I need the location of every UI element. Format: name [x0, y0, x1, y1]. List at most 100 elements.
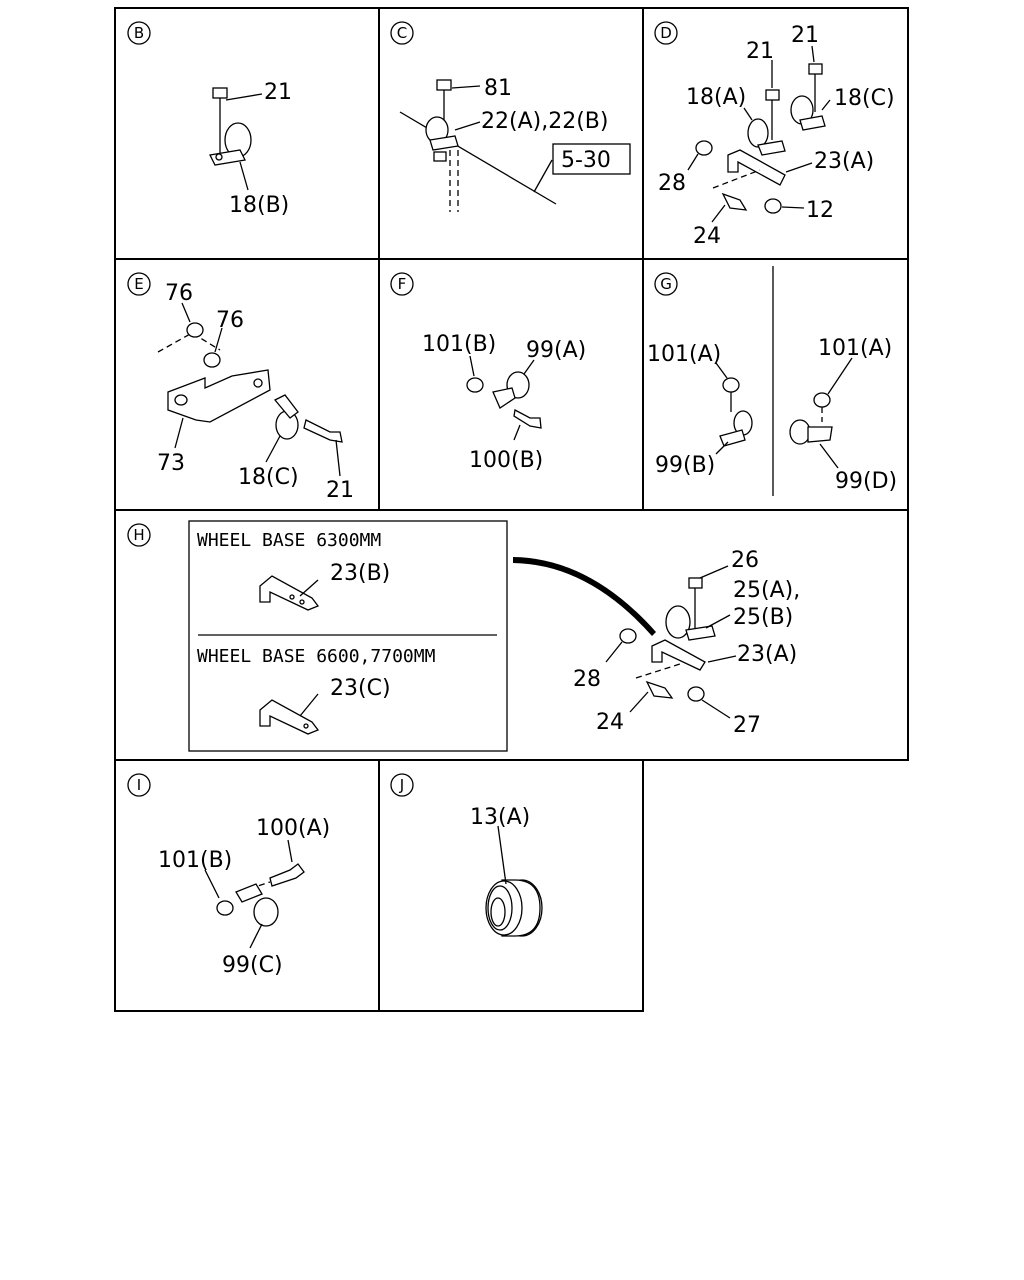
bracket-icon	[727, 149, 786, 186]
label-e-73: 73	[157, 451, 185, 476]
section-j-marker: J	[390, 773, 414, 797]
nut-icon	[216, 900, 234, 916]
clip-icon	[209, 122, 252, 166]
label-i-101b: 101(B)	[158, 848, 232, 873]
section-f-letter: F	[398, 275, 407, 293]
section-b-marker: B	[127, 21, 151, 45]
label-h-26: 26	[731, 548, 759, 573]
label-e-76-top: 76	[165, 281, 193, 306]
label-d-21-right: 21	[791, 23, 819, 48]
label-c-22ab: 22(A),22(B)	[481, 109, 608, 134]
label-i-99c: 99(C)	[222, 953, 283, 978]
grid-frames	[114, 7, 909, 1012]
section-d: D 21 21	[654, 21, 895, 249]
label-d-21-left: 21	[746, 39, 774, 64]
label-f-100b: 100(B)	[469, 448, 543, 473]
wheel-base-inset: WHEEL BASE 6300MM WHEEL BASE 6600,7700MM…	[188, 520, 508, 752]
label-d-12: 12	[806, 198, 834, 223]
label-b-18b: 18(B)	[229, 193, 289, 218]
label-c-81: 81	[484, 76, 512, 101]
clip-icon	[719, 410, 833, 447]
label-h-27: 27	[733, 713, 761, 738]
section-g-letter: G	[660, 275, 672, 293]
label-g-101a-left: 101(A)	[647, 342, 721, 367]
bracket-icon	[259, 575, 320, 611]
bolt-icon	[269, 863, 305, 887]
section-e-letter: E	[134, 275, 143, 293]
label-e-76: 76	[216, 308, 244, 333]
label-h-24: 24	[596, 710, 624, 735]
section-c: C 81 22(A),22(B) 5-30	[390, 21, 631, 212]
label-d-18a: 18(A)	[686, 85, 746, 110]
bolt-icon	[765, 63, 823, 140]
section-h: H WHEEL BASE 6300MM WHEEL BASE 6600,7700…	[127, 520, 800, 752]
section-j: J 13(A)	[390, 773, 543, 937]
label-d-28: 28	[658, 171, 686, 196]
label-h-25a: 25(A),	[733, 578, 800, 603]
bracket-icon	[167, 369, 271, 423]
section-i: I 100(A) 101(B) 99(C)	[127, 773, 330, 978]
bolt-icon	[212, 87, 228, 155]
section-h-letter: H	[133, 526, 144, 544]
section-f-marker: F	[390, 272, 414, 296]
bolt-icon	[688, 577, 703, 630]
bolt-icon	[645, 680, 674, 699]
note-wheel-base-6300: WHEEL BASE 6300MM	[197, 530, 381, 551]
pointer-arrow	[513, 557, 656, 636]
label-e-21: 21	[326, 478, 354, 503]
bolt-icon	[721, 192, 748, 211]
nut-icon	[186, 322, 221, 368]
clip-icon	[747, 95, 826, 156]
section-c-letter: C	[397, 24, 407, 42]
nut-icon	[695, 140, 782, 214]
label-f-101b: 101(B)	[422, 332, 496, 357]
section-d-letter: D	[660, 24, 672, 42]
section-g: G 101(A) 101(A) 99(B) 99(D)	[647, 272, 897, 494]
label-g-101a-right: 101(A)	[818, 336, 892, 361]
nut-icon	[722, 377, 831, 408]
section-b: B 21 18(B)	[127, 21, 292, 218]
clip-icon	[235, 883, 279, 927]
section-i-letter: I	[137, 776, 141, 794]
label-h-23a: 23(A)	[737, 642, 797, 667]
section-h-marker: H	[127, 523, 151, 547]
clip-icon	[273, 394, 299, 440]
section-f: F 101(B) 99(A) 100(B)	[390, 272, 586, 473]
label-j-13a: 13(A)	[470, 805, 530, 830]
note-wheel-base-6600-7700: WHEEL BASE 6600,7700MM	[197, 646, 436, 667]
bracket-icon	[259, 699, 320, 735]
label-h-23c: 23(C)	[330, 676, 391, 701]
section-b-letter: B	[134, 24, 144, 42]
section-d-marker: D	[654, 21, 678, 45]
label-h-25b: 25(B)	[733, 605, 793, 630]
nut-icon	[466, 377, 484, 393]
clip-icon	[665, 605, 716, 641]
label-i-100a: 100(A)	[256, 816, 330, 841]
clip-icon	[425, 116, 459, 151]
label-b-21: 21	[264, 80, 292, 105]
reference-box	[552, 143, 631, 175]
section-g-marker: G	[654, 272, 678, 296]
label-g-99b: 99(B)	[655, 453, 715, 478]
section-e-marker: E	[127, 272, 151, 296]
label-d-23a: 23(A)	[814, 149, 874, 174]
label-h-28: 28	[573, 667, 601, 692]
label-e-18c: 18(C)	[238, 465, 299, 490]
section-j-letter: J	[399, 776, 404, 794]
grommet-icon	[485, 879, 543, 937]
label-h-23b: 23(B)	[330, 561, 390, 586]
section-e: E 76 76 73 18(C) 21	[127, 272, 354, 503]
label-f-99a: 99(A)	[526, 338, 586, 363]
label-d-18c: 18(C)	[834, 86, 895, 111]
clip-icon	[492, 371, 530, 409]
bolt-icon	[513, 409, 542, 429]
label-d-24: 24	[693, 224, 721, 249]
label-c-5-30: 5-30	[561, 148, 611, 173]
nut-icon	[619, 628, 705, 702]
section-c-marker: C	[390, 21, 414, 45]
bracket-icon	[651, 639, 706, 671]
bolt-icon	[303, 419, 343, 443]
label-g-99d: 99(D)	[835, 469, 897, 494]
section-i-marker: I	[127, 773, 151, 797]
